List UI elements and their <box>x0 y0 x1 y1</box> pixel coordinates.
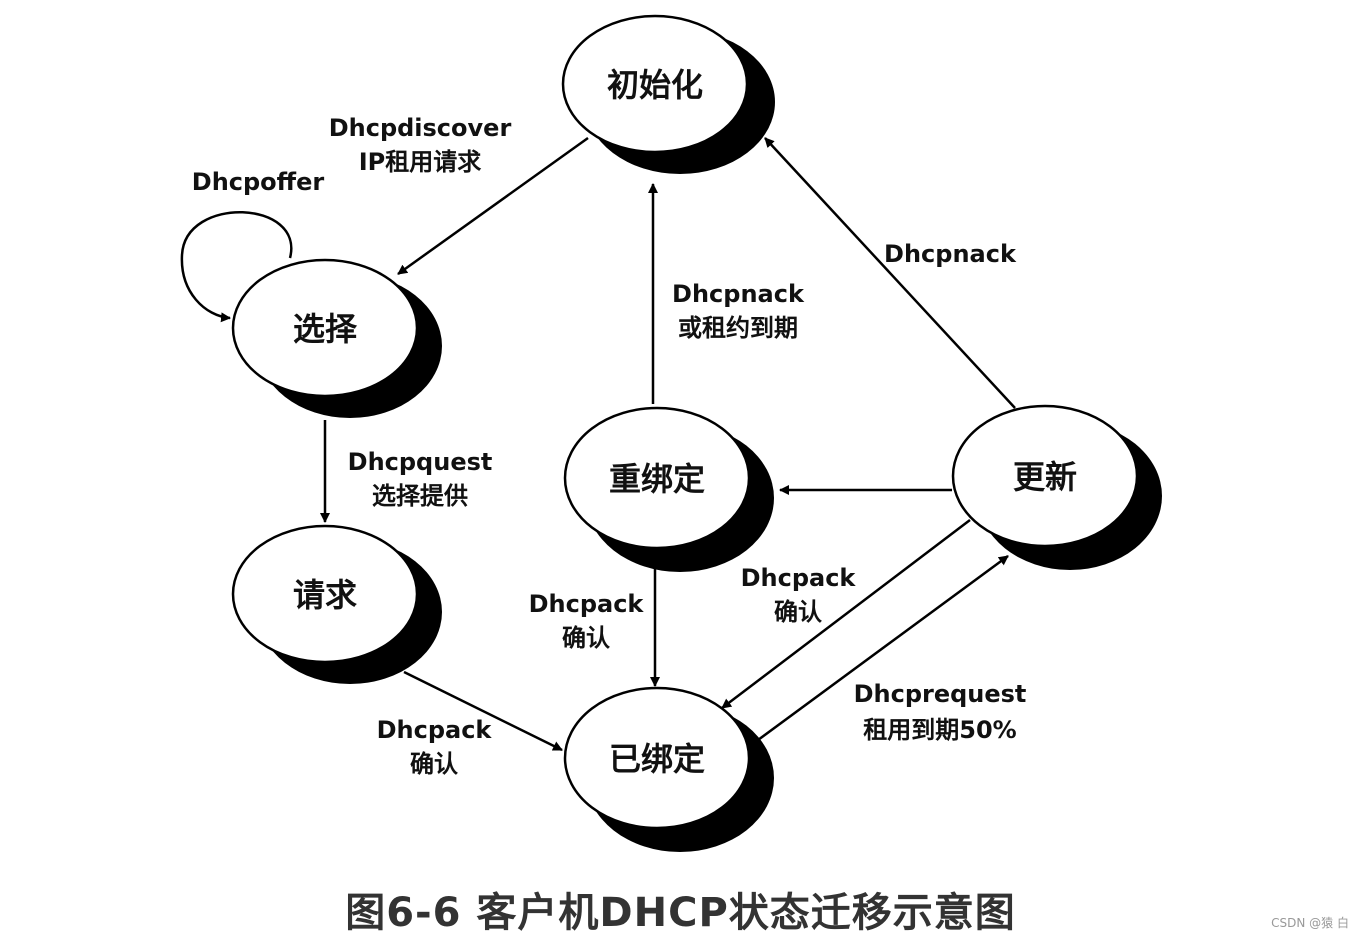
state-label-init: 初始化 <box>607 66 703 104</box>
state-ellipse <box>951 404 1139 548</box>
state-label-request: 请求 <box>293 576 357 614</box>
state-ellipse <box>231 258 419 398</box>
state-label-rebind: 重绑定 <box>609 460 705 498</box>
edge-label-quest-1: Dhcpquest <box>348 448 493 476</box>
edge-renew-ack-arrow <box>721 519 971 709</box>
edge-label-rebind-ack-1: Dhcpack <box>529 590 645 618</box>
edge-label-renew-ack-1: Dhcpack <box>741 564 857 592</box>
edge-label-offer-1: Dhcpoffer <box>192 168 325 196</box>
edge-label-discover-1: Dhcpdiscover <box>329 114 512 142</box>
state-ellipse <box>561 14 749 154</box>
state-ellipse <box>231 524 419 664</box>
state-label-bound: 已绑定 <box>609 740 705 778</box>
state-label-select: 选择 <box>293 310 358 348</box>
edge-label-request-ack-2: 确认 <box>410 750 458 778</box>
state-label-renew: 更新 <box>1013 458 1077 496</box>
state-renew: 更新 <box>951 404 1162 570</box>
state-request: 请求 <box>231 524 442 684</box>
state-bound: 已绑定 <box>563 686 774 852</box>
state-ellipse <box>563 686 751 830</box>
edge-label-rebind-nack-1: Dhcpnack <box>672 280 805 308</box>
watermark: CSDN @猿 白 <box>1271 916 1349 930</box>
state-ellipse <box>563 406 751 550</box>
state-init: 初始化 <box>561 14 775 174</box>
edge-label-rebind-ack-2: 确认 <box>562 624 610 652</box>
state-rebind: 重绑定 <box>563 406 774 572</box>
edge-label-bound-request-1: Dhcprequest <box>854 680 1027 708</box>
edge-label-quest-2: 选择提供 <box>372 482 468 510</box>
edge-label-renew-nack-1: Dhcpnack <box>884 240 1017 268</box>
edge-bound-request-arrow <box>757 554 1009 742</box>
edge-labels: Dhcpdiscover IP租用请求 Dhcpoffer Dhcpquest … <box>192 114 1027 778</box>
edge-label-discover-2: IP租用请求 <box>359 148 482 176</box>
dhcp-state-diagram: 初始化 选择 请求 重绑定 更新 已绑定 Dhcpdiscover IP租用请求… <box>180 14 1162 852</box>
edge-label-rebind-nack-2: 或租约到期 <box>678 314 798 342</box>
edges <box>180 136 1016 752</box>
edge-label-bound-request-2: 租用到期50% <box>863 716 1016 744</box>
edge-discover-arrow <box>397 136 589 276</box>
state-select: 选择 <box>231 258 442 418</box>
edge-offer-loop-arrow <box>180 211 293 323</box>
edge-label-request-ack-1: Dhcpack <box>377 716 493 744</box>
edge-renew-nack-arrow <box>764 137 1016 409</box>
edge-request-ack-arrow <box>403 670 563 752</box>
figure-caption: 图6-6 客户机DHCP状态迁移示意图 <box>345 890 1016 936</box>
edge-label-renew-ack-2: 确认 <box>774 598 822 626</box>
